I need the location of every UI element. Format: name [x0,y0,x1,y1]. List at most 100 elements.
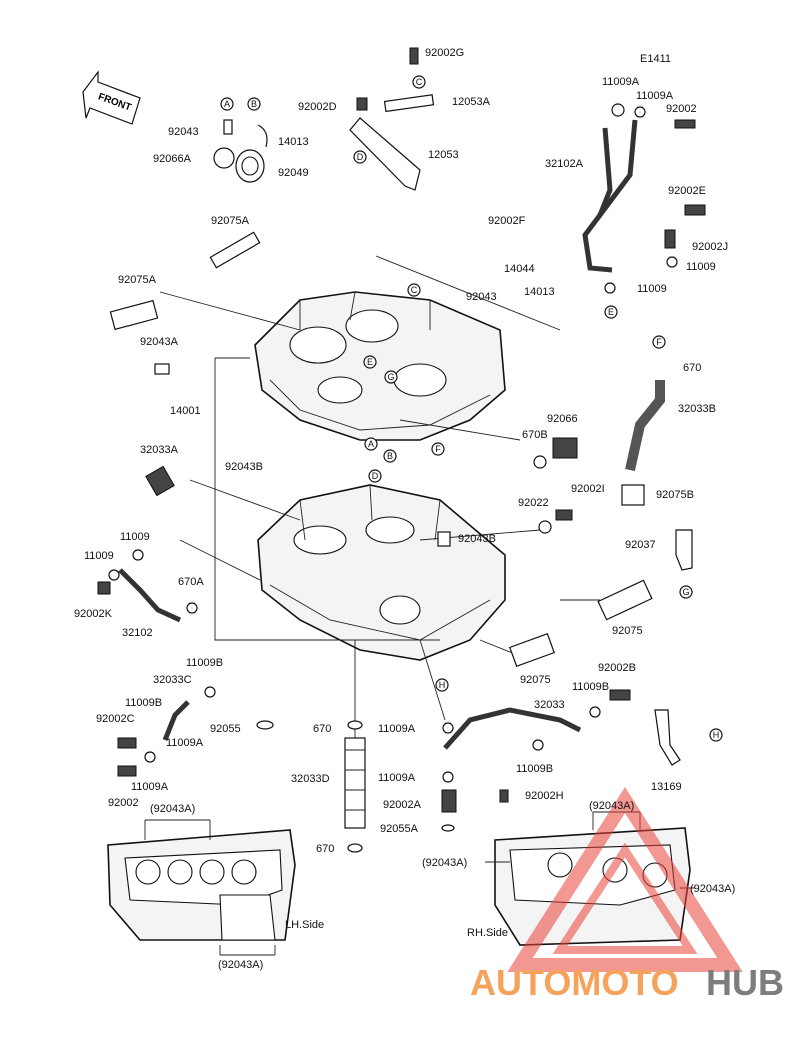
svg-text:E: E [367,357,373,367]
lh-side-label: LH.Side [285,919,324,931]
part-label: 12053 [428,149,459,161]
part-label: 92002H [525,790,564,802]
svg-text:H: H [713,730,720,740]
part-label: 92075A [211,215,250,227]
part-label: 92043 [466,291,497,303]
part-label: 92043B [225,461,263,473]
part-label: 92049 [278,167,309,179]
rh-side-label: RH.Side [467,927,508,939]
part-label: 92002D [298,101,337,113]
svg-text:G: G [387,372,394,382]
lower-crankcase-drawing [257,484,506,661]
part-label: 92055 [210,723,241,735]
part-label: 92075B [656,489,694,501]
part-label: 14013 [524,286,555,298]
part-label: 32102A [545,158,584,170]
part-label: 11009A [636,90,674,102]
part-label: 670A [178,576,204,588]
svg-text:A: A [224,99,230,109]
callout-h: H [709,728,723,742]
part-label: 11009A [131,781,169,793]
svg-text:G: G [682,587,689,597]
svg-text:E: E [608,307,614,317]
part-label: 92002F [488,215,526,227]
callout-b: B [383,449,397,463]
part-label: 11009B [125,697,162,709]
callout-d: D [368,469,382,483]
part-label: 92043A [140,336,179,348]
part-label: 92075A [118,274,157,286]
part-label: 92075 [612,625,643,637]
part-label: 92002J [692,241,728,253]
callout-f: F [652,335,666,349]
watermark-logo [507,786,743,972]
rh-side-view [485,811,695,946]
callout-h: H [435,678,449,692]
part-drawings-right [437,103,706,668]
part-label: (92043A) [150,803,195,815]
svg-text:C: C [416,77,423,87]
watermark-text-left: AUTOMOTO [470,962,679,1003]
part-label: 92075 [520,674,551,686]
part-labels: 92002G 92002D 12053A 12053 92043 14013 9… [74,47,735,971]
svg-text:B: B [387,451,393,461]
part-label: 92002 [108,797,139,809]
callout-a: A [364,437,378,451]
part-label: 11009 [686,261,716,273]
part-label: 14001 [170,405,201,417]
part-label: 670B [522,429,548,441]
callout-g: G [384,370,398,384]
part-label: 92066A [153,153,192,165]
part-label: 670 [316,843,334,855]
part-label: (92043A) [218,959,263,971]
part-label: 32102 [122,627,153,639]
part-label: 92002C [96,713,135,725]
callout-c: C [407,283,421,297]
part-label: 14013 [278,136,309,148]
part-label: 32033A [140,444,179,456]
callout-a: A [220,97,234,111]
part-label: (92043A) [422,857,467,869]
watermark-text-right: HUB [706,962,784,1003]
part-label: 92002G [425,47,464,59]
part-label: 32033C [153,674,192,686]
part-label: 11009 [84,550,114,562]
callout-f: F [431,442,445,456]
part-label: 92002K [74,608,113,620]
callout-e: E [363,355,377,369]
upper-crankcase-drawing [254,291,506,441]
part-label: 32033D [291,773,330,785]
part-label: (92043A) [589,800,634,812]
callout-d: D [353,150,367,164]
part-label: 11009A [602,76,640,88]
part-drawings-top-left [109,47,435,375]
part-label: 14044 [504,263,535,275]
svg-text:B: B [251,99,257,109]
part-label: 11009 [120,531,150,543]
part-label: 11009B [186,657,223,669]
part-label: 32033 [534,699,565,711]
part-label: 92055A [380,823,419,835]
callout-e: E [604,305,618,319]
part-label: 92043B [458,533,496,545]
svg-text:C: C [411,285,418,295]
part-label: 13169 [651,781,682,793]
part-label: 92002I [571,483,605,495]
part-label: 670 [313,723,331,735]
front-arrow-icon: FRONT [82,70,141,125]
part-label: 11009 [637,283,667,295]
svg-text:H: H [439,680,446,690]
part-label: 92002 [666,103,697,115]
diagram-id: E1411 [640,53,671,65]
part-label: 11009B [516,763,553,775]
callout-g: G [679,585,693,599]
part-label: 12053A [452,96,491,108]
part-label: 92037 [625,539,656,551]
callout-b: B [247,97,261,111]
part-label: 92022 [518,497,549,509]
svg-text:F: F [435,444,441,454]
part-label: 11009A [166,737,204,749]
callout-c: C [412,75,426,89]
part-label: 92002B [598,662,636,674]
